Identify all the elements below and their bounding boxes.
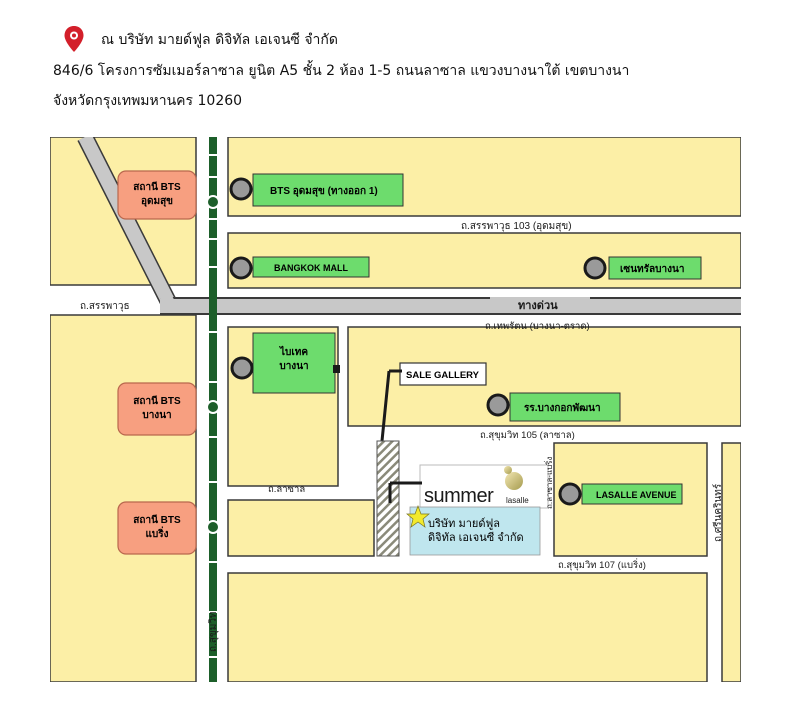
road-sukhumvit103-label: ถ.สรรพาวุธ 103 (อุดมสุข) [461, 221, 572, 232]
bts-exit-dot-icon [229, 177, 253, 201]
landmark-bangkok-mall [252, 256, 370, 278]
bts-stop-icon [206, 520, 220, 534]
office-box [409, 506, 541, 556]
landmark-bangkok-mall-label: BANGKOK MALL [274, 263, 348, 273]
road-labels: ถ.สรรพาวุธ 103 (อุดมสุข) ถ.สรรพาวุธ ทางด… [80, 221, 724, 652]
company-name: ณ บริษัท มายด์ฟูล ดิจิทัล เอเจนซี จำกัด [101, 32, 338, 48]
lasalle-avenue-dot-icon [558, 482, 582, 506]
summer-logo-text: summer [424, 485, 494, 507]
landmark-school-label: รร.บางกอกพัฒนา [524, 402, 601, 414]
road-lasalle-label: ถ.ลาซาล [268, 484, 305, 495]
road-sanpawut-label: ถ.สรรพาวุธ [80, 301, 130, 312]
biotech-dot-icon [230, 356, 254, 380]
location-pin-icon [64, 26, 84, 52]
block-east [721, 442, 741, 682]
landmark-school [509, 392, 621, 422]
office-star-icon [406, 505, 430, 528]
sale-gallery-box [399, 362, 487, 386]
expressway-label: ทางด่วน [518, 300, 558, 312]
landmark-biotech [252, 332, 336, 394]
summer-logo-sub: lasalle [506, 496, 529, 505]
road-srinakarin-label: ถ.ศรีนครินทร์ [712, 483, 724, 542]
block-south [227, 572, 708, 682]
station-bangna [117, 382, 197, 436]
landmark-central [608, 256, 702, 280]
sale-gallery: SALE GALLERY [376, 362, 487, 557]
station-udomsuk [117, 170, 197, 220]
landmark-lasalle-avenue [581, 483, 683, 505]
bts-line [206, 137, 220, 682]
station-bearing [117, 501, 197, 555]
expressway-tag [490, 297, 590, 313]
landmark-biotech-label: ไบเทคบางนา [279, 345, 309, 372]
road-sukhumvit105-label: ถ.สุขุมวิท 105 (ลาซาล) [480, 430, 575, 441]
bangkok-mall-dot-icon [229, 256, 253, 280]
block-west-bottom [50, 314, 197, 682]
road-thepharat-label: ถ.เทพรัตน (บางนา-ตราด) [485, 321, 590, 332]
bts-stop-icon [206, 195, 220, 209]
summer-logo-mark [505, 472, 523, 490]
sale-gallery-site [376, 440, 400, 557]
biotech-marker [333, 365, 340, 373]
road-lasalle-side-label: ถ.ลาซาล-แบริ่ง [543, 457, 554, 509]
address-line-2: จังหวัดกรุงเทพมหานคร 10260 [53, 93, 243, 109]
bts-stop-icon [206, 400, 220, 414]
summer-lasalle: summer lasalle บริษัท มายด์ฟูลดิจิทัล เอ… [388, 464, 549, 556]
landmark-central-label: เซนทรัลบางนา [620, 263, 684, 275]
sale-gallery-pointer [380, 370, 391, 442]
address-header: ณ บริษัท มายด์ฟูล ดิจิทัล เอเจนซี จำกัด … [0, 0, 791, 125]
expressway [77, 137, 741, 315]
landmarks: BTS อุดมสุข (ทางออก 1) BANGKOK MALL เซนท… [229, 173, 702, 506]
landmark-bts-exit-label: BTS อุดมสุข (ทางออก 1) [270, 186, 378, 197]
sale-gallery-label: SALE GALLERY [406, 370, 480, 381]
block-lasalle-west [227, 499, 375, 557]
road-sukhumvit-label: ถ.สุขุมวิท [208, 611, 219, 652]
central-dot-icon [583, 256, 607, 280]
landmark-lasalle-avenue-label: LASALLE AVENUE [596, 490, 677, 500]
road-sukhumvit107-label: ถ.สุขุมวิท 107 (แบริ่ง) [558, 558, 646, 571]
office-label: บริษัท มายด์ฟูลดิจิทัล เอเจนซี จำกัด [428, 517, 524, 544]
school-dot-icon [486, 393, 510, 417]
landmark-bts-exit [252, 173, 404, 207]
address-line-1: 846/6 โครงการซัมเมอร์ลาซาล ยูนิต A5 ชั้น… [53, 63, 630, 79]
